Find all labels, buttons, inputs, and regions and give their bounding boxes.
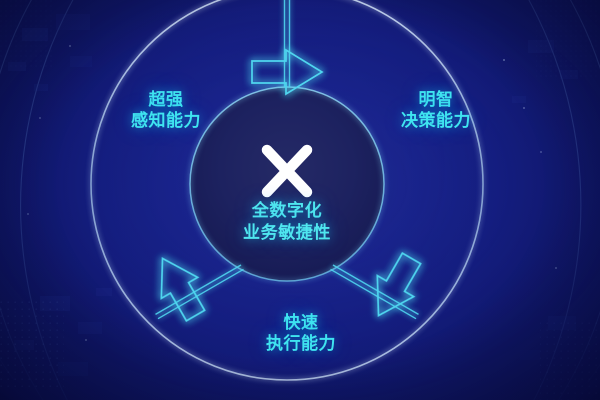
label-sense-line-1: 超强 (148, 90, 184, 109)
label-sense-capability: 超强 感知能力 (104, 90, 228, 131)
label-execute-line-2: 执行能力 (266, 333, 336, 353)
center-title-line-1: 全数字化 (251, 201, 323, 220)
center-title-line-2: 业务敏捷性 (243, 223, 331, 243)
label-execute-line-1: 快速 (283, 313, 319, 332)
center-title: 全数字化 业务敏捷性 (199, 200, 375, 244)
label-decide-line-1: 明智 (418, 90, 454, 109)
label-execute-capability: 快速 执行能力 (239, 313, 363, 354)
label-decide-capability: 明智 决策能力 (374, 90, 498, 131)
label-sense-line-2: 感知能力 (131, 110, 201, 130)
label-decide-line-2: 决策能力 (401, 110, 471, 130)
